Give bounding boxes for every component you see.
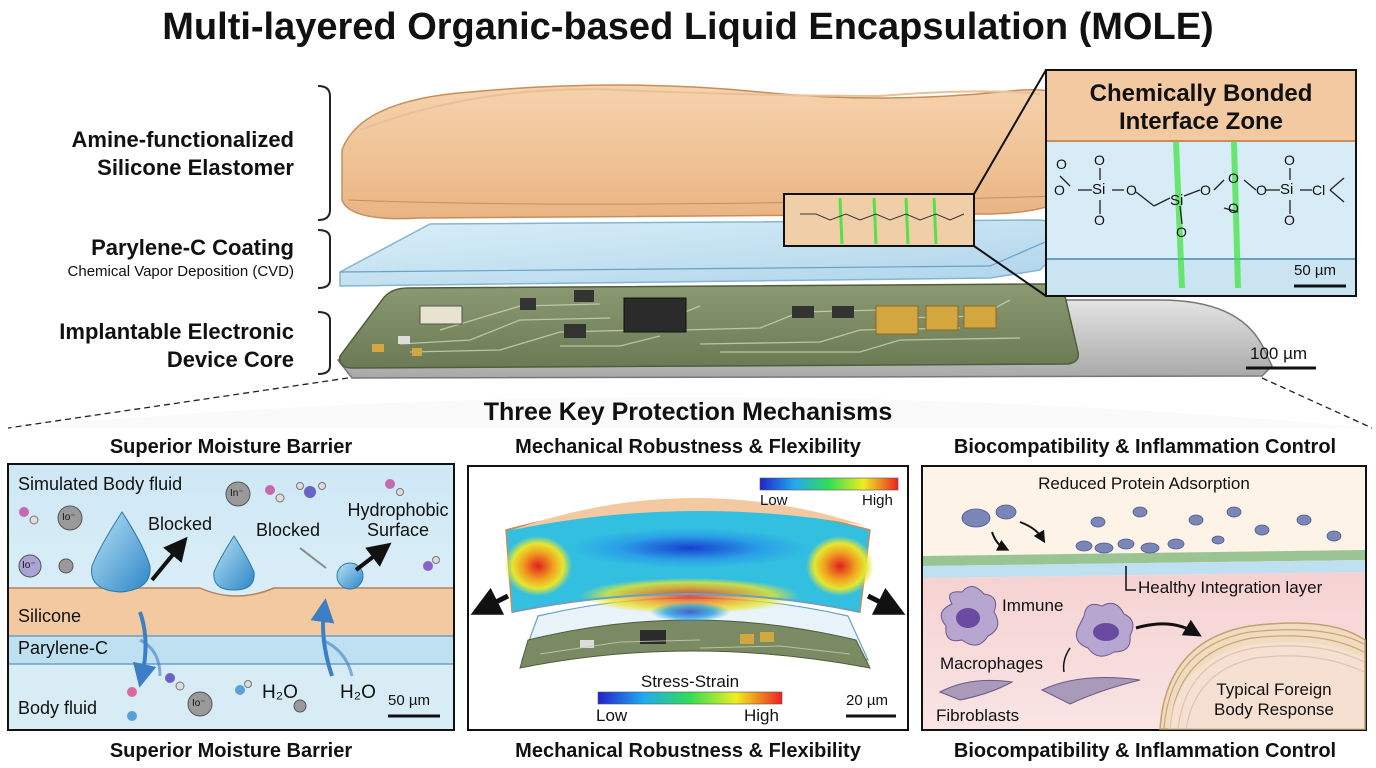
chem-si-2: Si [1170,192,1184,209]
p1-silicone: Silicone [18,606,82,626]
p2-top-low: Low [760,492,788,509]
inset-title-line1: Chemically Bonded [1089,80,1313,107]
p3-protein: Reduced Protein Adsorption [1038,474,1250,493]
p1-hydrophobic-1: Hydrophobic [347,500,449,520]
chem-o-11: O [1284,152,1295,168]
panel1 [7,463,455,731]
droplet-medium [213,535,255,591]
inset-molecule-bonds [1059,168,1345,225]
p3-fbr-1: Typical Foreign [1216,680,1332,699]
p1-hydrophobic-2: Surface [366,520,430,540]
chem-o-7: O [1200,182,1211,198]
chem-si-1: Si [1092,181,1106,198]
p2-scale-label: 20 µm [846,692,888,709]
inset-scale-label: 50 µm [1294,262,1336,279]
panel1-title: Superior Moisture Barrier [109,436,353,458]
label-silicone-line2: Silicone Elastomer [97,155,294,180]
p1-blocked-2: Blocked [256,520,321,540]
p1-h2o-b: H₂O [340,682,376,703]
zoom-dashed-right [1261,377,1373,429]
chem-o-1: O [1056,156,1067,172]
layer-brackets [317,85,331,375]
chem-o-8: O [1228,170,1239,186]
chem-o-5: O [1126,182,1137,198]
page-title: Multi-layered Organic-based Liquid Encap… [162,6,1214,48]
chem-o-3: O [1094,212,1105,228]
panel2-caption: Mechanical Robustness & Flexibility [515,740,861,762]
top-colorbar [759,477,899,491]
chem-cl: Cl [1312,182,1326,198]
panel3 [921,465,1367,731]
chem-o-12: O [1284,212,1295,228]
inset-bond-lines [1173,141,1241,289]
silicone-layer [341,84,1063,220]
p1-ion-2: Io⁻ [62,512,76,523]
p1-parylene: Parylene-C [18,638,109,658]
panel2 [467,465,909,731]
p1-blocked-1: Blocked [148,514,213,534]
panel3-caption: Biocompatibility & Inflammation Control [953,740,1337,762]
label-device-line1: Implantable Electronic [59,319,294,344]
interface-marker-box [783,193,975,247]
label-parylene-sub: Chemical Vapor Deposition (CVD) [67,263,294,280]
p3-immune: Immune [1002,596,1064,615]
p1-h2o-a: H₂O [262,682,298,703]
p1-sim-fluid: Simulated Body fluid [18,474,183,494]
p2-stress-label: Stress-Strain [640,672,740,691]
p1-ion-4: Io⁻ [192,698,206,709]
p3-macrophages: Macrophages [940,654,1044,673]
pcb-components [372,290,997,356]
chem-o-6: O [1176,224,1187,240]
droplet-large [91,511,151,593]
p1-ion-3: Io⁻ [22,560,36,571]
p2-bottom-low: Low [596,706,628,725]
label-parylene-title: Parylene-C Coating [91,235,294,260]
chem-o-2: O [1054,182,1065,198]
label-silicone-line1: Amine-functionalized [71,127,294,152]
main-scale-label: 100 µm [1250,344,1308,363]
p2-bottom-high: High [744,706,779,725]
panel1-caption: Superior Moisture Barrier [109,740,353,762]
p1-ion-1: In⁻ [230,488,244,499]
panel3-title: Biocompatibility & Inflammation Control [953,436,1337,458]
p1-scale-label: 50 µm [388,692,430,709]
p2-top-high: High [862,492,893,509]
panel2-title: Mechanical Robustness & Flexibility [515,436,861,458]
inset-title-line2: Interface Zone [1118,108,1284,135]
p1-body-fluid: Body fluid [18,698,98,718]
chem-o-4: O [1094,152,1105,168]
p3-healthy: Healthy Integration layer [1138,578,1323,597]
p3-fibroblasts: Fibroblasts [936,706,1020,725]
p3-fbr-2: Body Response [1213,700,1335,719]
mechanisms-heading: Three Key Protection Mechanisms [483,398,893,426]
mini-bond-lines [838,197,938,245]
label-device-line2: Device Core [166,347,294,372]
chem-o-9: O [1228,200,1239,216]
bottom-colorbar [597,691,783,705]
chem-o-10: O [1256,182,1267,198]
chem-si-3: Si [1280,181,1294,198]
zoom-dashed-left [7,377,349,429]
